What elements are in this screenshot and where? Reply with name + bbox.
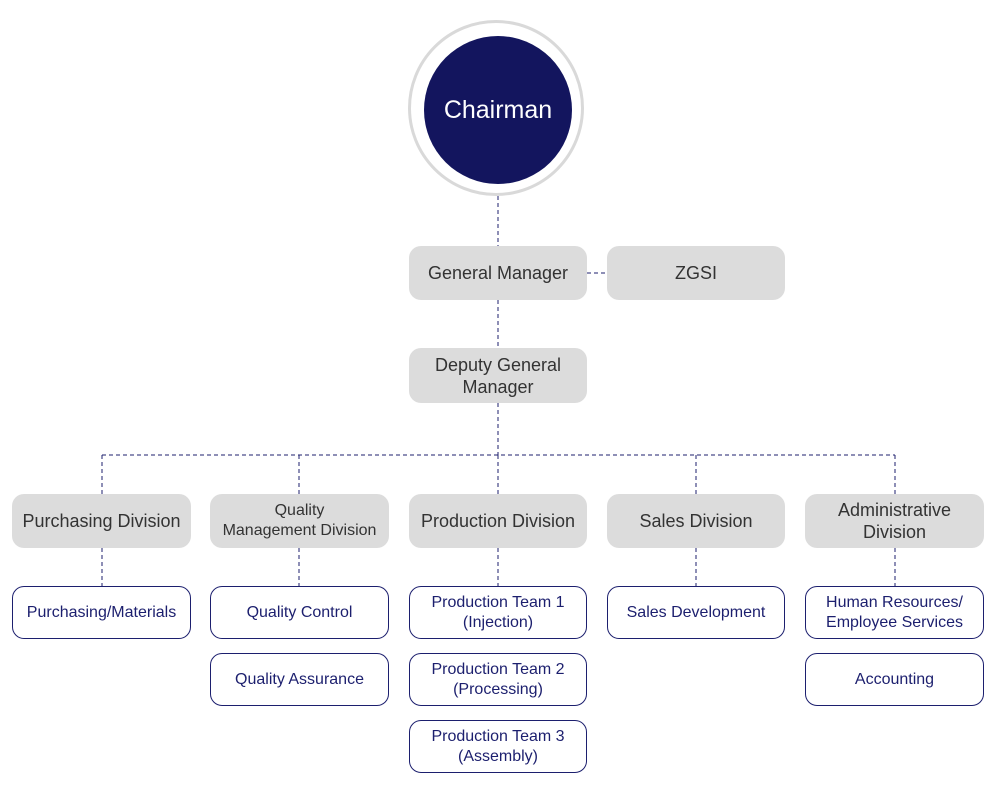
administrative-division-node: Administrative Division <box>805 494 984 548</box>
production-team-1: Production Team 1 (Injection) <box>409 586 587 639</box>
quality-assurance-team: Quality Assurance <box>210 653 389 706</box>
quality-control-team: Quality Control <box>210 586 389 639</box>
purchasing-division-node: Purchasing Division <box>12 494 191 548</box>
chairman-node: Chairman <box>424 36 572 184</box>
sales-division-node: Sales Division <box>607 494 785 548</box>
production-team-2: Production Team 2 (Processing) <box>409 653 587 706</box>
general-manager-node: General Manager <box>409 246 587 300</box>
zgsi-node: ZGSI <box>607 246 785 300</box>
purchasing-materials-team: Purchasing/Materials <box>12 586 191 639</box>
quality-management-division-node: Quality Management Division <box>210 494 389 548</box>
production-team-3: Production Team 3 (Assembly) <box>409 720 587 773</box>
deputy-general-manager-node: Deputy General Manager <box>409 348 587 403</box>
accounting-team: Accounting <box>805 653 984 706</box>
production-division-node: Production Division <box>409 494 587 548</box>
sales-development-team: Sales Development <box>607 586 785 639</box>
human-resources-team: Human Resources/ Employee Services <box>805 586 984 639</box>
